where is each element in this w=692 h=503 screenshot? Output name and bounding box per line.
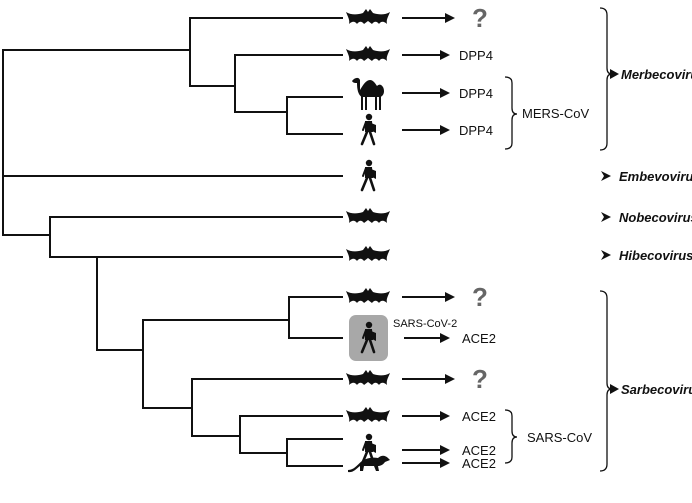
tip-3: DPP4 — [352, 77, 493, 110]
bat-icon — [346, 288, 390, 303]
strain-note: SARS-CoV-2 — [393, 318, 457, 330]
bat-icon — [346, 407, 390, 422]
receptor-label: DPP4 — [459, 123, 493, 138]
embevovirus-arrowhead — [601, 171, 611, 181]
bat-icon — [346, 370, 390, 385]
mers-cov-label: MERS-CoV — [522, 106, 590, 121]
tip-4: DPP4 — [360, 113, 493, 146]
tip-7 — [346, 246, 390, 261]
arrow-head — [445, 374, 455, 384]
human-icon — [360, 159, 376, 192]
tip-5 — [360, 159, 376, 192]
bat-icon — [346, 9, 390, 24]
unknown-receptor-label: ? — [472, 3, 488, 33]
tip-2: DPP4 — [346, 46, 493, 63]
receptor-label: ACE2 — [462, 331, 496, 346]
unknown-receptor-label: ? — [472, 282, 488, 312]
merbecovirus-arrowhead — [610, 69, 619, 79]
arrow-head — [440, 458, 450, 468]
human-icon — [360, 113, 376, 146]
unknown-receptor-label: ? — [472, 364, 488, 394]
tip-1: ? — [346, 3, 488, 33]
bat-icon — [346, 46, 390, 61]
arrow-head — [440, 333, 450, 343]
sars-cov-label: SARS-CoV — [527, 430, 592, 445]
arrow-head — [445, 292, 455, 302]
tip-10: ? — [346, 364, 488, 394]
tip-11: ACE2 — [346, 407, 496, 424]
receptor-label: ACE2 — [462, 409, 496, 424]
receptor-label: ACE2 — [462, 456, 496, 471]
merbecovirus-label: Merbecovirus — [621, 67, 692, 82]
sars-cov-bracket — [504, 409, 518, 464]
sarbecovirus-label: Sarbecovirus — [621, 382, 692, 397]
merbecovirus-brace — [599, 7, 613, 151]
tip-13: ACE2 — [348, 455, 496, 473]
sarbecovirus-brace — [599, 290, 613, 472]
arrow-head — [445, 13, 455, 23]
embevovirus-label: Embevovirus — [619, 169, 692, 184]
nobecovirus-label: Nobecovirus — [619, 210, 692, 225]
tree-tips: ?DPP4DPP4DPP4?SARS-CoV-2ACE2?ACE2ACE2ACE… — [346, 3, 496, 473]
human-icon — [360, 321, 376, 354]
bat-icon — [346, 246, 390, 261]
receptor-label: DPP4 — [459, 48, 493, 63]
arrow-head — [440, 411, 450, 421]
hibecovirus-label: Hibecovirus — [619, 248, 692, 263]
nobecovirus-arrowhead — [601, 212, 611, 222]
arrow-head — [440, 88, 450, 98]
receptor-label: ACE2 — [462, 443, 496, 458]
mers-cov-bracket — [504, 76, 518, 150]
arrow-head — [440, 445, 450, 455]
bat-icon — [346, 208, 390, 223]
tip-8: ? — [346, 282, 488, 312]
hibecovirus-arrowhead — [601, 250, 611, 260]
sarbecovirus-arrowhead — [610, 384, 619, 394]
camel-icon — [352, 77, 384, 110]
civet-icon — [348, 455, 390, 473]
tip-6 — [346, 208, 390, 223]
tree-branches — [2, 17, 343, 467]
arrow-head — [440, 125, 450, 135]
arrow-head — [440, 50, 450, 60]
receptor-label: DPP4 — [459, 86, 493, 101]
